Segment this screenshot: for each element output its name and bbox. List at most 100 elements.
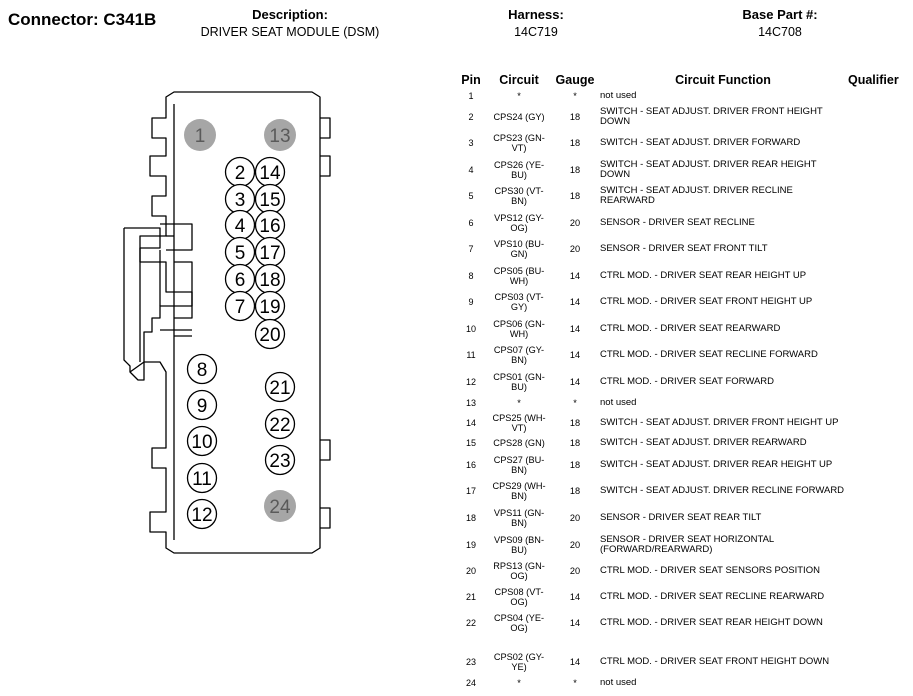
table-row: 23 CPS02 (GY-YE) 14 CTRL MOD. - DRIVER SEAT… <box>0 652 913 672</box>
base-part-label: Base Part #: <box>742 7 818 22</box>
circuit-function-cell: CTRL MOD. - DRIVER SEAT FRONT HEIGHT DOW… <box>600 656 830 667</box>
gauge-cell: 14 <box>569 350 581 360</box>
pin-number-label: 6 <box>235 270 246 291</box>
pin-cell: 6 <box>468 218 474 228</box>
gauge-cell: * <box>573 678 577 688</box>
pin-cell: 10 <box>465 324 476 334</box>
pin-cell: 4 <box>468 165 474 175</box>
pin-cell: 11 <box>466 350 476 360</box>
gauge-cell: 14 <box>569 618 581 628</box>
pin-number-label: 2 <box>235 163 246 184</box>
circuit-cell: CPS23 (GN-VT) <box>493 133 545 153</box>
circuit-function-cell: CTRL MOD. - DRIVER SEAT FORWARD <box>600 376 775 387</box>
description-value: DRIVER SEAT MODULE (DSM) <box>200 25 380 39</box>
pin-circle <box>186 353 218 385</box>
pin-number-label: 8 <box>197 360 208 381</box>
circuit-cell: CPS27 (BU-BN) <box>493 455 545 475</box>
pin-cavity-1: 1 <box>184 119 216 151</box>
pin-cell: 23 <box>465 657 476 667</box>
gauge-cell: 18 <box>569 486 581 496</box>
circuit-cell: * <box>517 91 521 101</box>
circuit-cell: CPS06 (GN-WH) <box>493 319 545 339</box>
pin-cell: 8 <box>468 271 474 281</box>
pin-number-label: 22 <box>269 415 290 436</box>
circuit-function-cell: SWITCH - SEAT ADJUST. DRIVER RECLINE FOR… <box>600 485 845 496</box>
pin-cavity-22: 22 <box>264 408 296 440</box>
pin-cavity-4: 4 <box>224 209 256 241</box>
pin-number-label: 11 <box>192 469 212 490</box>
pin-cavity-23: 23 <box>264 444 296 476</box>
pin-number-label: 4 <box>235 216 246 237</box>
pin-circle <box>264 371 296 403</box>
pin-number-label: 16 <box>259 216 280 237</box>
pin-number-label: 20 <box>259 325 280 346</box>
pin-circle <box>186 462 218 494</box>
pin-cell: 1 <box>468 91 474 101</box>
circuit-cell: VPS12 (GY-OG) <box>494 213 544 233</box>
circuit-function-cell: SWITCH - SEAT ADJUST. DRIVER FRONT HEIGH… <box>600 106 823 127</box>
circuit-cell: RPS13 (GN-OG) <box>493 561 545 581</box>
circuit-function-cell: not used <box>600 677 637 688</box>
circuit-function-cell: CTRL MOD. - DRIVER SEAT SENSORS POSITION <box>600 565 820 576</box>
circuit-function-cell: CTRL MOD. - DRIVER SEAT REAR HEIGHT DOWN <box>600 617 823 628</box>
circuit-cell: VPS11 (GN-BN) <box>493 508 545 528</box>
gauge-cell: 14 <box>569 657 581 667</box>
circuit-function-cell: CTRL MOD. - DRIVER SEAT RECLINE REARWARD <box>600 591 825 602</box>
circuit-cell: CPS25 (WH-VT) <box>492 413 546 433</box>
gauge-cell: 14 <box>569 324 581 334</box>
pin-number-label: 1 <box>195 126 206 147</box>
circuit-cell: CPS02 (GY-YE) <box>493 652 545 672</box>
column-header-qualifier: Qualifier <box>848 73 899 87</box>
pin-number-label: 10 <box>191 432 212 453</box>
column-header-gauge: Gauge <box>555 73 595 87</box>
description-label: Description: <box>252 7 328 22</box>
pin-number-label: 19 <box>259 297 280 318</box>
pin-number-label: 3 <box>235 190 246 211</box>
pin-cell: 12 <box>465 377 476 387</box>
pin-cell: 5 <box>468 191 474 201</box>
pin-cell: 14 <box>465 418 476 428</box>
pin-number-label: 21 <box>269 378 290 399</box>
pin-cell: 18 <box>465 513 476 523</box>
pin-cavity-18: 18 <box>254 263 286 295</box>
pin-number-label: 13 <box>269 126 290 147</box>
pin-cavity-10: 10 <box>186 425 218 457</box>
circuit-function-cell: SWITCH - SEAT ADJUST. DRIVER REARWARD <box>600 437 807 448</box>
gauge-cell: 20 <box>569 540 581 550</box>
circuit-cell: CPS07 (GY-BN) <box>493 345 545 365</box>
table-row: 22 CPS04 (YE-OG) 14 CTRL MOD. - DRIVER SEAT… <box>0 613 913 633</box>
circuit-cell: CPS26 (YE-BU) <box>493 160 545 180</box>
pin-cavity-6: 6 <box>224 263 256 295</box>
gauge-cell: 18 <box>569 138 581 148</box>
pin-cavity-9: 9 <box>186 389 218 421</box>
gauge-cell: 18 <box>569 460 581 470</box>
gauge-cell: 18 <box>569 165 581 175</box>
circuit-function-cell: SWITCH - SEAT ADJUST. DRIVER FRONT HEIGH… <box>600 417 839 428</box>
circuit-cell: VPS09 (BN-BU) <box>493 535 545 555</box>
circuit-function-cell: SENSOR - DRIVER SEAT HORIZONTAL (FORWARD… <box>600 534 774 555</box>
gauge-cell: 20 <box>569 218 581 228</box>
pin-cavity-12: 12 <box>186 498 218 530</box>
column-header-pin: Pin <box>461 73 481 87</box>
harness-label: Harness: <box>508 7 564 22</box>
circuit-cell: CPS30 (VT-BN) <box>494 186 544 206</box>
pin-cell: 2 <box>468 112 474 122</box>
gauge-cell: 14 <box>569 271 581 281</box>
pin-circle <box>224 290 256 322</box>
table-row: 24**not used <box>0 678 913 689</box>
gauge-cell: 20 <box>569 566 581 576</box>
pin-number-label: 23 <box>269 451 290 472</box>
pin-cell: 16 <box>465 460 476 470</box>
pin-cell: 22 <box>465 618 476 628</box>
pin-number-label: 24 <box>269 497 291 518</box>
circuit-cell: CPS04 (YE-OG) <box>493 613 545 633</box>
table-row: 13**not used <box>0 398 913 409</box>
